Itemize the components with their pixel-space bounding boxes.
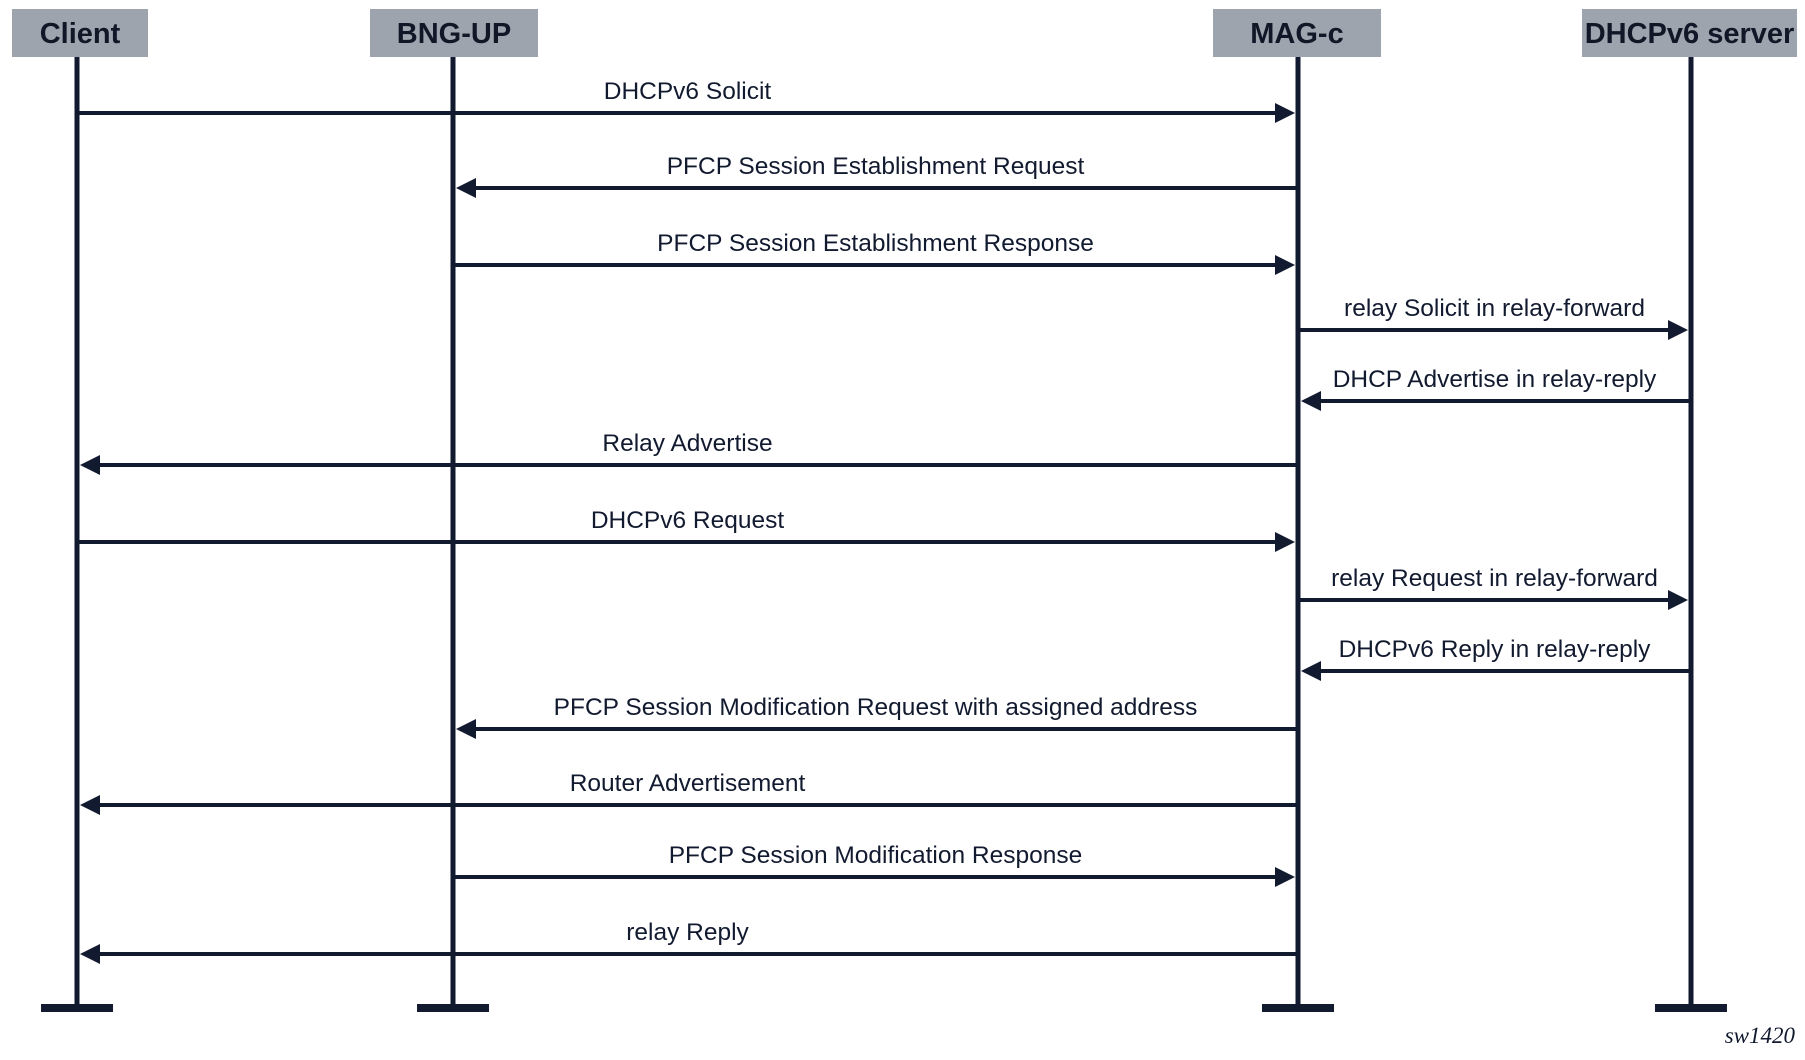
arrowhead: [1668, 320, 1688, 340]
message-6: Relay Advertise: [80, 430, 1298, 475]
participant-label-bng-up: BNG-UP: [397, 18, 511, 50]
arrowhead: [1668, 590, 1688, 610]
message-label: relay Solicit in relay-forward: [1344, 295, 1645, 322]
message-label: PFCP Session Modification Response: [669, 842, 1083, 869]
participant-box-client: [12, 9, 148, 57]
message-10: PFCP Session Modification Request with a…: [456, 694, 1298, 739]
message-label: DHCPv6 Request: [591, 507, 785, 534]
message-4: relay Solicit in relay-forward: [1298, 295, 1688, 340]
arrowhead: [1275, 255, 1295, 275]
arrowhead: [1275, 867, 1295, 887]
lifelines: [41, 57, 1727, 1012]
message-label: Relay Advertise: [602, 430, 772, 457]
message-label: PFCP Session Establishment Request: [667, 153, 1085, 180]
message-label: Router Advertisement: [570, 770, 806, 797]
arrowhead: [80, 455, 100, 475]
message-label: DHCP Advertise in relay-reply: [1333, 366, 1657, 393]
participant-label-client: Client: [40, 18, 121, 50]
arrowhead: [1275, 532, 1295, 552]
message-label: PFCP Session Establishment Response: [657, 230, 1094, 257]
message-3: PFCP Session Establishment Response: [453, 230, 1295, 275]
arrowhead: [456, 178, 476, 198]
message-label: DHCPv6 Reply in relay-reply: [1339, 636, 1652, 663]
message-label: PFCP Session Modification Request with a…: [554, 694, 1198, 721]
participant-label-dhcpv6-server: DHCPv6 server: [1585, 18, 1795, 50]
participant-box-bng-up: [370, 9, 538, 57]
arrowhead: [456, 719, 476, 739]
arrowhead: [80, 944, 100, 964]
message-2: PFCP Session Establishment Request: [456, 153, 1298, 198]
participant-label-mag-c: MAG-c: [1250, 18, 1343, 50]
participant-box-mag-c: [1213, 9, 1381, 57]
message-12: PFCP Session Modification Response: [453, 842, 1295, 887]
message-label: relay Reply: [626, 919, 749, 946]
participant-headers: Client BNG-UP MAG-c DHCPv6 server: [12, 9, 1797, 57]
message-9: DHCPv6 Reply in relay-reply: [1301, 636, 1691, 681]
arrowhead: [1301, 661, 1321, 681]
message-13: relay Reply: [80, 919, 1298, 964]
message-label: DHCPv6 Solicit: [604, 78, 772, 105]
arrowhead: [80, 795, 100, 815]
figure-id: sw1420: [1725, 1023, 1796, 1048]
arrowhead: [1301, 391, 1321, 411]
message-7: DHCPv6 Request: [77, 507, 1295, 552]
participant-box-dhcpv6-server: [1582, 9, 1797, 57]
message-8: relay Request in relay-forward: [1298, 565, 1688, 610]
message-5: DHCP Advertise in relay-reply: [1301, 366, 1691, 411]
message-11: Router Advertisement: [80, 770, 1298, 815]
message-label: relay Request in relay-forward: [1331, 565, 1658, 592]
arrowhead: [1275, 103, 1295, 123]
message-1: DHCPv6 Solicit: [77, 78, 1295, 123]
